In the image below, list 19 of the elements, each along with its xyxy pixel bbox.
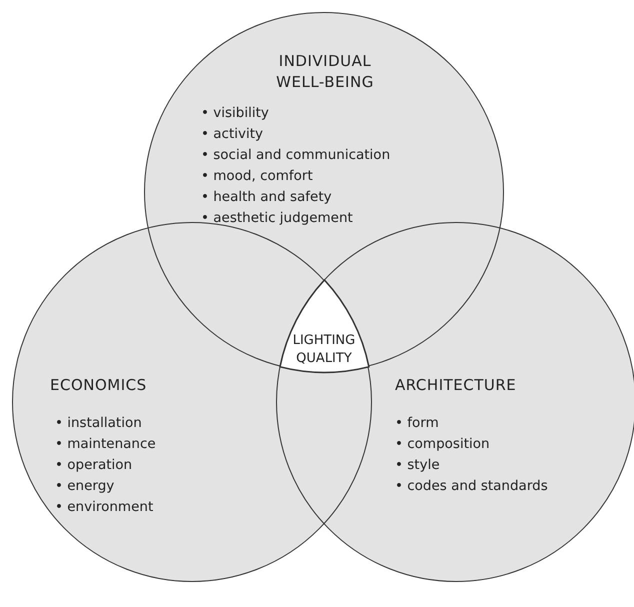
bullet-item: • operation (55, 456, 134, 475)
circle-heading: ECONOMICS (50, 375, 148, 396)
bullet-item: • form (395, 414, 440, 433)
bullet-item: • activity (201, 125, 264, 144)
bullet-item: • maintenance (55, 435, 156, 454)
bullet-item: • mood, comfort (201, 167, 314, 186)
circle-heading: INDIVIDUAL WELL-BEING (275, 51, 375, 93)
circle-heading: ARCHITECTURE (395, 375, 518, 396)
bullet-item: • social and communication (201, 146, 390, 165)
bullet-item: • aesthetic judgement (201, 209, 354, 228)
bullet-item: • composition (395, 435, 491, 454)
bullet-item: • style (395, 456, 441, 475)
bullet-item: • health and safety (201, 188, 333, 207)
bullet-item: • codes and standards (395, 477, 548, 496)
bullet-item: • energy (55, 477, 116, 496)
bullet-item: • visibility (201, 104, 270, 123)
bullet-item: • installation (55, 414, 143, 433)
bullet-item: • environment (55, 498, 154, 517)
region-label: LIGHTING QUALITY (292, 332, 356, 368)
